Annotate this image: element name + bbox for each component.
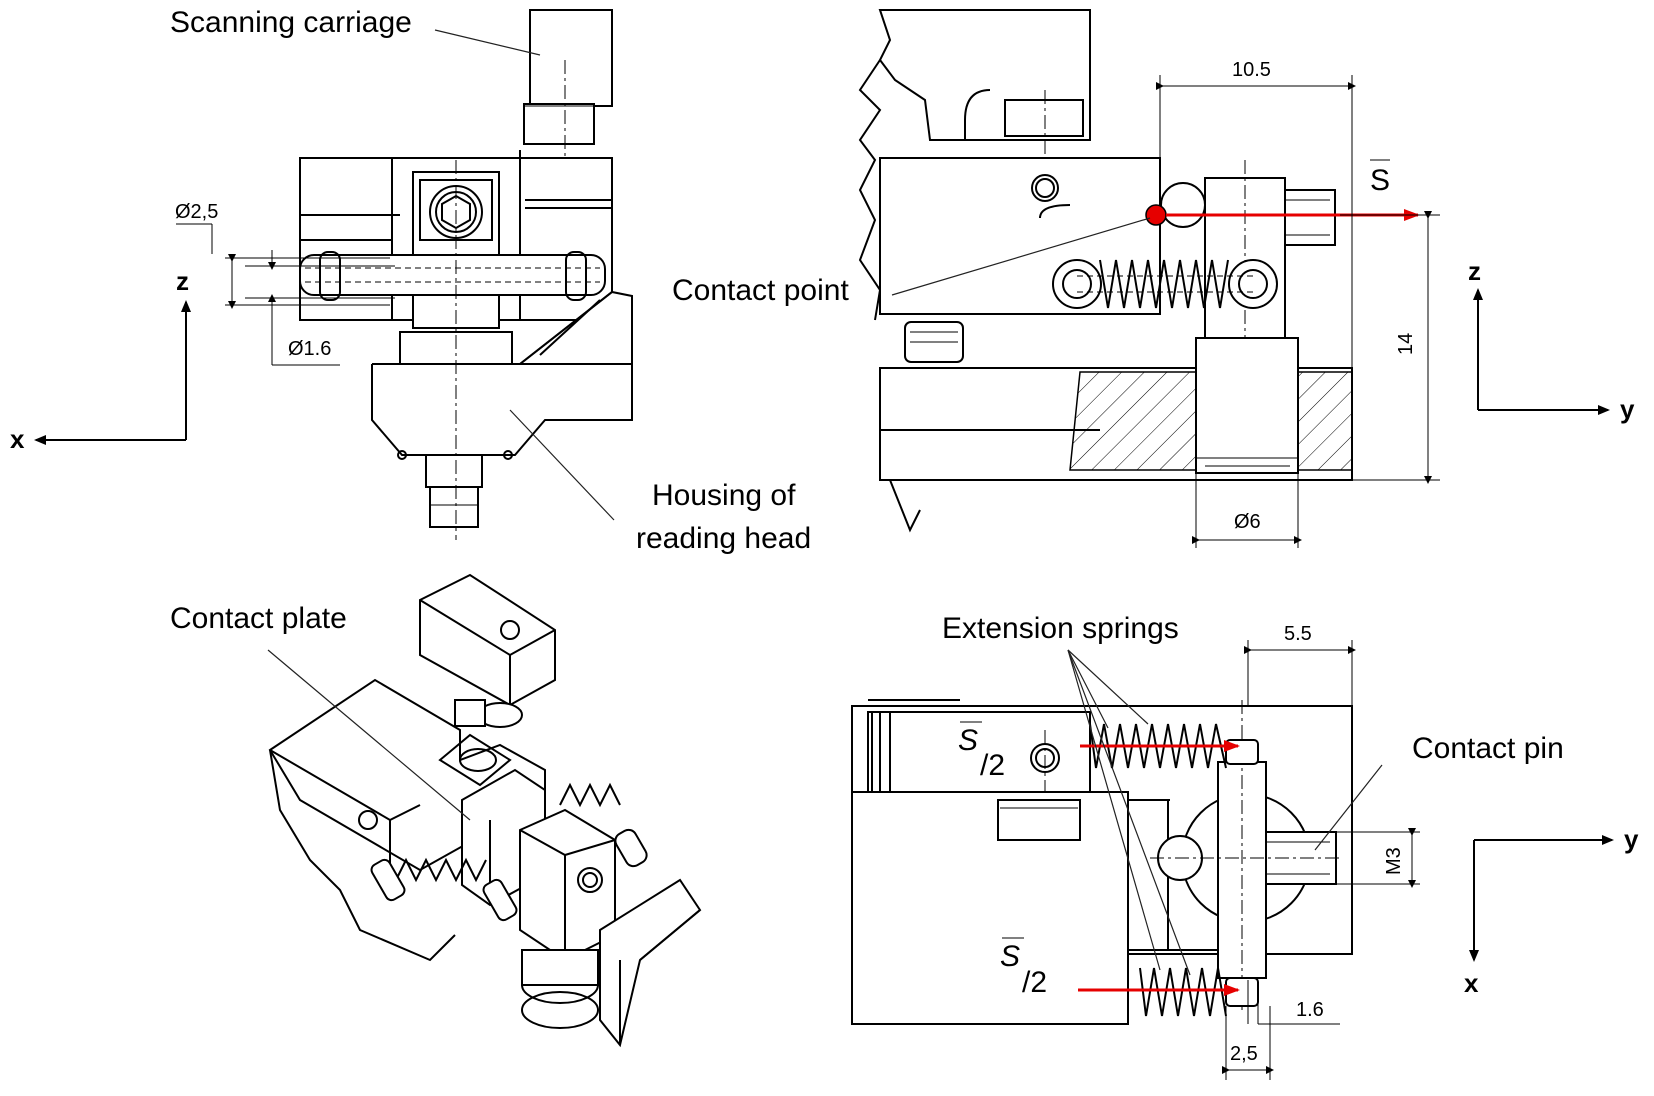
scanning-carriage-label: Scanning carriage [170,6,412,39]
side-axis-z-label: z [1468,256,1481,286]
dim-d2-5: Ø2,5 [175,201,218,223]
dim-d1-6: Ø1.6 [288,338,331,360]
front-view [176,9,633,540]
side-view [858,9,1440,548]
force-s-half-bottom-den: /2 [1022,966,1047,999]
force-s-text: S [1370,164,1390,197]
contact-point-marker [1145,204,1167,226]
top-axis-y-label: y [1624,824,1639,854]
housing-label-line1: Housing of [652,479,796,512]
dim-1-6: 1.6 [1296,999,1324,1021]
dim-m3: M3 [1383,847,1405,875]
dim-10-5: 10.5 [1232,59,1271,81]
dim-5-5: 5.5 [1284,623,1312,645]
contact-pin-label: Contact pin [1412,732,1564,765]
contact-plate-label: Contact plate [170,602,347,635]
dim-14: 14 [1395,333,1417,355]
force-s-label: S [1370,159,1390,197]
front-axes: z x [10,266,191,454]
force-s-half-top: S /2 [958,721,1005,782]
front-axis-z-label: z [176,266,189,296]
side-axis-y-label: y [1620,394,1635,424]
housing-label-line2: reading head [636,522,811,555]
force-s-half-top-den: /2 [980,749,1005,782]
force-s-half-top-num: S [958,724,978,757]
extension-springs-label: Extension springs [942,612,1179,645]
dim-d6: Ø6 [1234,511,1261,533]
top-axes: y x [1464,824,1639,998]
contact-point-label: Contact point [672,274,849,307]
force-s-half-bottom-num: S [1000,940,1020,973]
top-axis-x-label: x [1464,968,1479,998]
front-axis-x-label: x [10,424,25,454]
isometric-view [267,573,702,1048]
dim-2-5: 2,5 [1230,1043,1258,1065]
top-view [851,640,1420,1080]
side-axes: z y [1468,256,1635,424]
force-s-half-bottom: S /2 [1000,937,1047,999]
